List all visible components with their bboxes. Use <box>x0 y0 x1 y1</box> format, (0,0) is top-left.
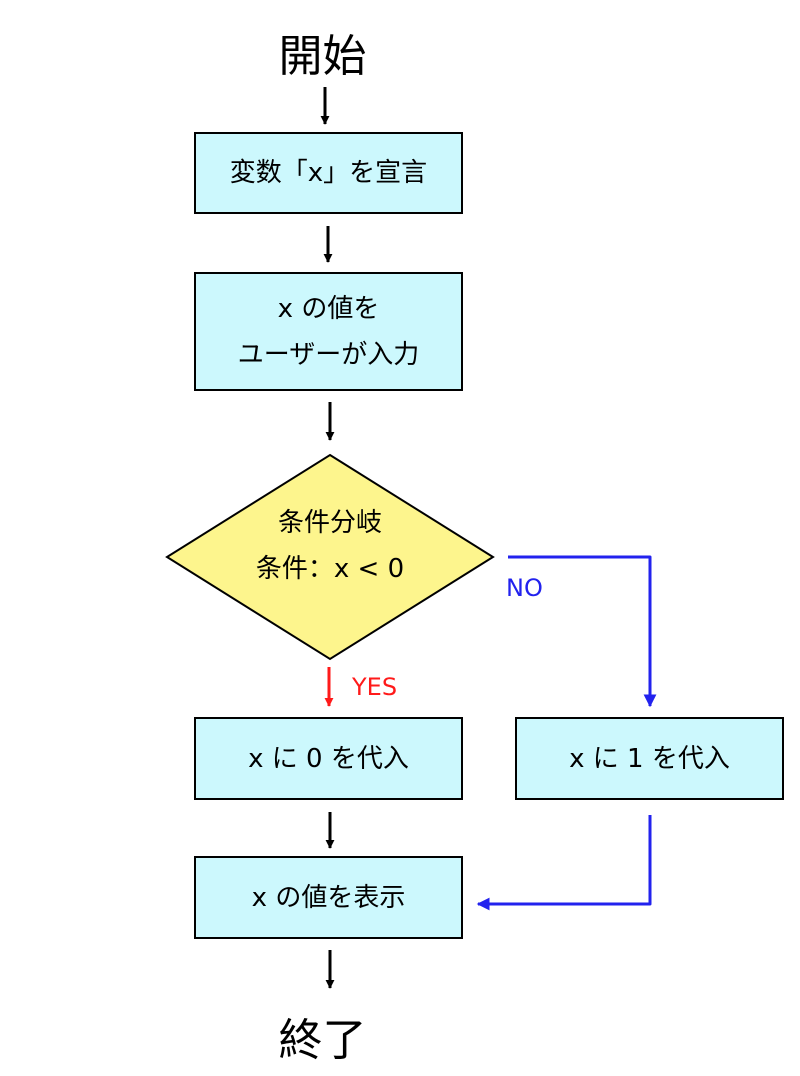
assign-zero-box: x に 0 を代入 <box>194 717 463 800</box>
no-branch-label: NO <box>506 574 543 602</box>
declare-variable-label: 変数「x」を宣言 <box>229 158 428 188</box>
assign-zero-label: x に 0 を代入 <box>248 743 409 774</box>
assign-one-label: x に 1 を代入 <box>569 743 730 774</box>
decision-line-2: 条件：x < 0 <box>255 554 405 584</box>
decision-line-1: 条件分岐 <box>277 508 382 538</box>
user-input-line-2: ユーザーが入力 <box>237 339 420 370</box>
assign-one-box: x に 1 を代入 <box>515 717 784 800</box>
start-terminal: 開始 <box>278 31 367 82</box>
display-value-label: x の値を表示 <box>251 882 406 913</box>
declare-variable-box: 変数「x」を宣言 <box>194 132 463 214</box>
decision-label: 条件分岐 条件：x < 0 <box>200 500 460 592</box>
user-input-line-1: x の値を <box>277 293 380 324</box>
arrow-one-to-display <box>476 815 652 911</box>
yes-branch-label: YES <box>352 673 398 701</box>
user-input-box: x の値を ユーザーが入力 <box>194 272 463 391</box>
display-value-box: x の値を表示 <box>194 856 463 939</box>
arrow-no <box>508 555 657 708</box>
decision-diamond <box>165 453 495 661</box>
end-terminal: 終了 <box>278 1015 367 1066</box>
